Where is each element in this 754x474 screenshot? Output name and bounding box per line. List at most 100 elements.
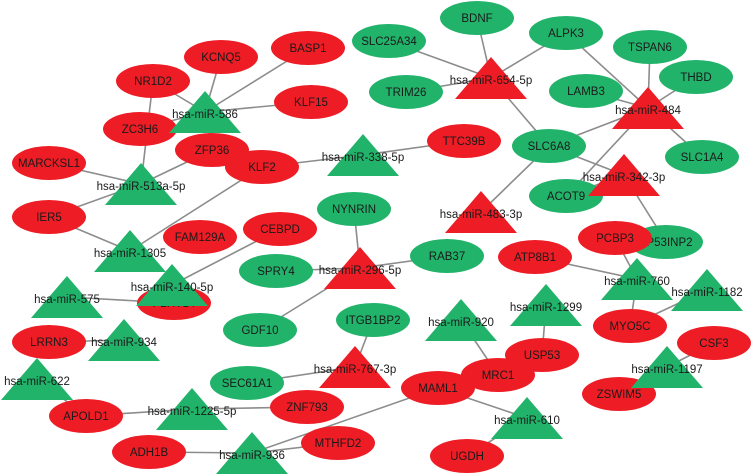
node-sec61a1: SEC61A1 [210, 366, 284, 400]
node-apold1: APOLD1 [49, 399, 123, 433]
node-label: ITGB1BP2 [346, 315, 401, 327]
mirna-triangle [455, 57, 527, 99]
node-label: TSPAN6 [628, 42, 672, 54]
node-label: USP53 [524, 350, 560, 362]
node-alpk3: ALPK3 [529, 16, 603, 50]
gene-ellipse [12, 200, 86, 234]
node-pcbp3: PCBP3 [578, 221, 652, 255]
node-label: UGDH [450, 451, 484, 463]
node-spry4: SPRY4 [239, 254, 313, 288]
node-slc1a4: SLC1A4 [665, 140, 739, 174]
node-hsa-mir-296-5p: hsa-miR-296-5p [319, 247, 401, 289]
node-fam129a: FAM129A [163, 220, 237, 254]
node-nr1d2: NR1D2 [116, 64, 190, 98]
node-maml1: MAML1 [401, 371, 475, 405]
node-label: KLF15 [294, 97, 328, 109]
node-ttc39b: TTC39B [427, 124, 501, 158]
node-hsa-mir-575: hsa-miR-575 [31, 276, 103, 318]
node-label: KCNQ5 [201, 52, 241, 64]
node-ugdh: UGDH [430, 439, 504, 473]
gene-ellipse [225, 150, 299, 184]
node-hsa-mir-1182: hsa-miR-1182 [671, 269, 743, 311]
mirna-triangle [491, 397, 563, 439]
node-label: hsa-miR-140-5p [131, 282, 213, 294]
gene-ellipse [461, 358, 535, 392]
node-label: ACOT9 [547, 191, 585, 203]
node-label: MTHFD2 [315, 438, 362, 450]
gene-ellipse [512, 129, 586, 163]
gene-ellipse [578, 221, 652, 255]
mirna-triangle [510, 284, 582, 326]
node-hsa-mir-338-5p: hsa-miR-338-5p [322, 134, 404, 176]
gene-ellipse [301, 426, 375, 460]
gene-ellipse [593, 309, 667, 343]
node-marcksl1: MARCKSL1 [12, 146, 86, 180]
mirna-triangle [169, 91, 241, 133]
gene-ellipse [270, 390, 344, 424]
node-label: NYNRIN [332, 204, 376, 216]
edge-hsa-mir-1305-to-klf2 [129, 166, 263, 252]
gene-ellipse [401, 371, 475, 405]
node-hsa-mir-920: hsa-miR-920 [425, 299, 497, 341]
node-label: TTC39B [443, 136, 486, 148]
mirna-triangle [612, 87, 684, 129]
gene-ellipse [49, 399, 123, 433]
node-hsa-mir-936: hsa-miR-936 [216, 432, 288, 474]
mirna-triangle [94, 230, 166, 272]
node-label: BASP1 [289, 43, 326, 55]
node-nynrin: NYNRIN [317, 192, 391, 226]
node-itgb1bp2: ITGB1BP2 [336, 303, 410, 337]
node-cebpd: CEBPD [243, 212, 317, 246]
gene-ellipse [498, 240, 572, 274]
node-label: hsa-miR-484 [615, 105, 681, 117]
node-label: hsa-miR-934 [91, 337, 157, 349]
node-label: SLC6A8 [528, 141, 571, 153]
node-label: TRIM26 [386, 87, 427, 99]
node-hsa-mir-1225-5p: hsa-miR-1225-5p [148, 388, 237, 430]
node-klf15: KLF15 [274, 85, 348, 119]
mirna-triangle [671, 269, 743, 311]
gene-ellipse [103, 112, 177, 146]
node-label: hsa-miR-1305 [94, 248, 166, 260]
node-hsa-mir-1305: hsa-miR-1305 [94, 230, 166, 272]
node-label: MAML1 [418, 383, 458, 395]
gene-ellipse [12, 325, 86, 359]
node-label: ZC3H6 [122, 124, 158, 136]
gene-ellipse [613, 30, 687, 64]
node-hsa-mir-654-5p: hsa-miR-654-5p [450, 57, 532, 99]
node-hsa-mir-586: hsa-miR-586 [169, 91, 241, 133]
node-label: FAM129A [175, 232, 226, 244]
node-label: hsa-miR-1225-5p [148, 406, 237, 418]
mirna-triangle [445, 191, 517, 233]
gene-ellipse [352, 24, 426, 58]
gene-ellipse [677, 326, 751, 360]
node-label: hsa-miR-654-5p [450, 75, 532, 87]
gene-ellipse [243, 212, 317, 246]
node-label: LRRN3 [30, 337, 68, 349]
node-slc25a34: SLC25A34 [352, 24, 426, 58]
mirna-triangle [88, 319, 160, 361]
node-label: hsa-miR-920 [428, 317, 494, 329]
node-label: ZFP36 [195, 145, 230, 157]
node-basp1: BASP1 [271, 31, 345, 65]
gene-ellipse [317, 192, 391, 226]
node-adh1b: ADH1B [112, 435, 186, 469]
node-label: hsa-miR-622 [4, 376, 70, 388]
mirna-triangle [216, 432, 288, 474]
gene-ellipse [210, 366, 284, 400]
mirna-triangle [319, 346, 391, 388]
node-mrc1: MRC1 [461, 358, 535, 392]
gene-ellipse [549, 74, 623, 108]
node-label: ATP8B1 [514, 252, 556, 264]
node-label: APOLD1 [63, 411, 108, 423]
node-mthfd2: MTHFD2 [301, 426, 375, 460]
gene-ellipse [440, 1, 514, 35]
gene-ellipse [369, 75, 443, 109]
node-label: GDF10 [241, 325, 278, 337]
node-label: THBD [680, 72, 711, 84]
mirna-triangle [324, 247, 396, 289]
node-label: hsa-miR-296-5p [319, 265, 401, 277]
node-label: CSF3 [699, 338, 728, 350]
node-csf3: CSF3 [677, 326, 751, 360]
gene-ellipse [274, 85, 348, 119]
